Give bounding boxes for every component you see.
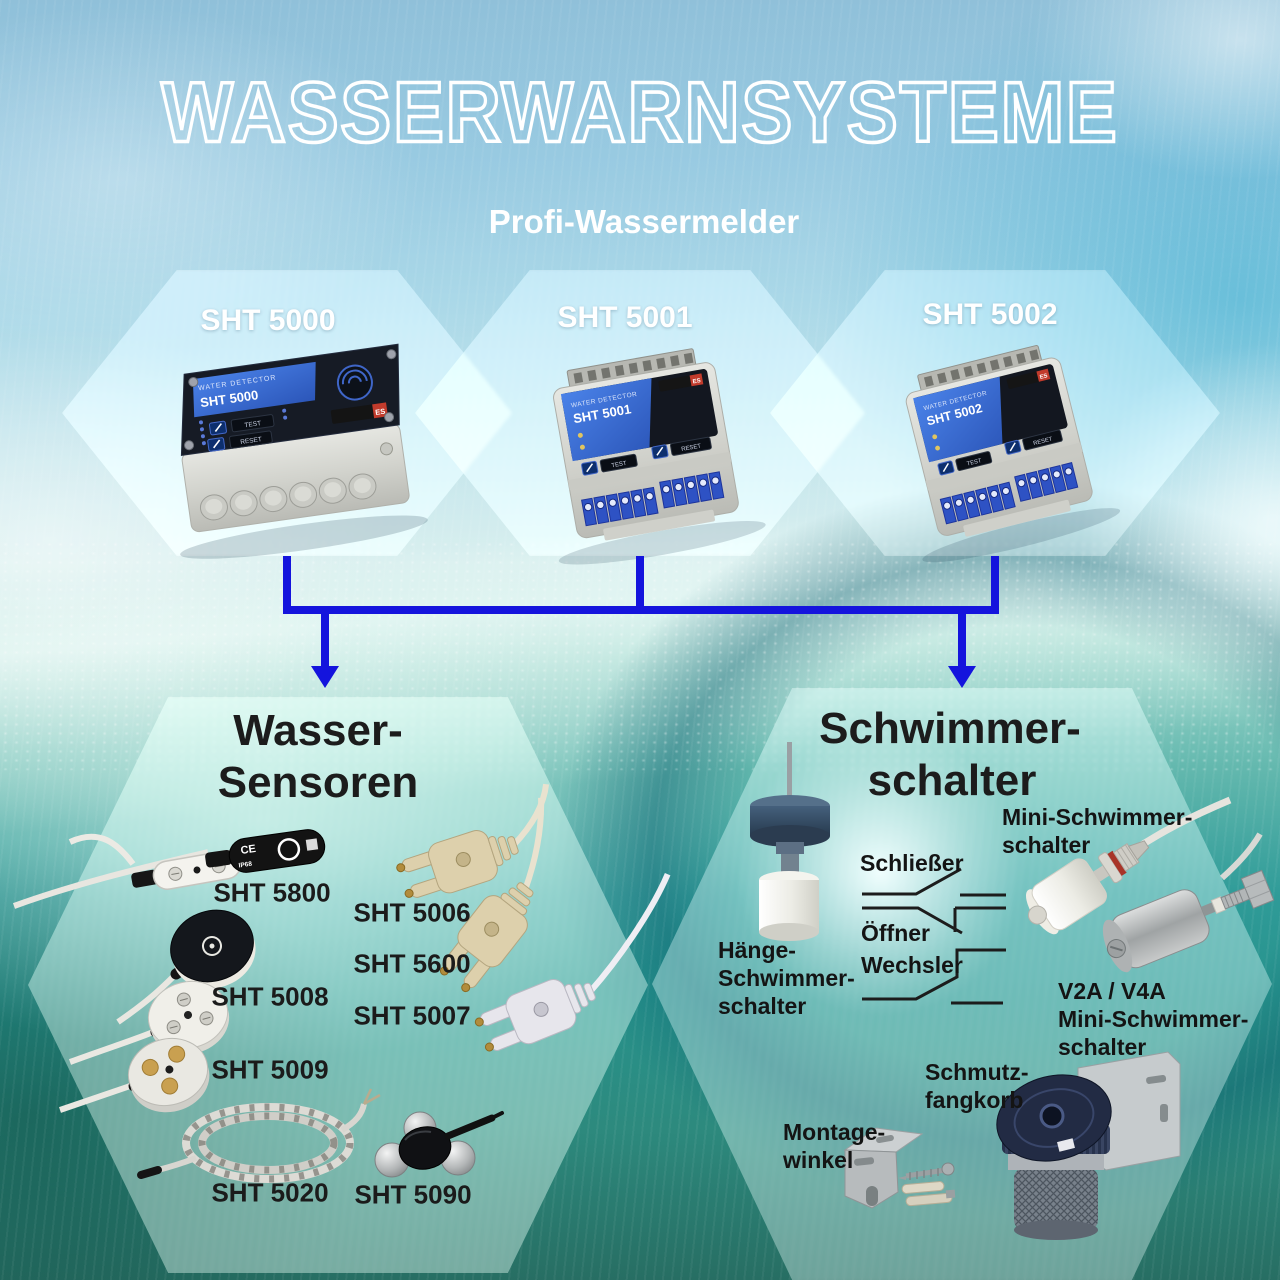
product-label-sht5000: SHT 5000 <box>200 304 336 337</box>
sensor-sht5090-image <box>374 1111 504 1178</box>
arrow-down-left-icon <box>311 666 339 688</box>
terminal-blocks <box>939 462 1079 525</box>
corner-screws <box>184 349 397 451</box>
label-sht5007: SHT 5007 <box>353 1000 471 1031</box>
subtitle: Profi-Wassermelder <box>488 203 800 240</box>
svg-text:ES: ES <box>692 378 701 385</box>
label-montagewinkel: Montage- winkel <box>783 1118 885 1174</box>
switch-heading-line1: Schwimmer- <box>819 704 1081 753</box>
label-line: Mini-Schwimmer- <box>1002 804 1193 830</box>
schliesser-no-symbol <box>862 867 1006 897</box>
cable-glands <box>199 473 377 521</box>
label-sht5008: SHT 5008 <box>211 981 329 1012</box>
label-schliesser: Schließer <box>860 850 964 876</box>
oeffner-nc-symbol <box>862 906 1006 935</box>
sht-5000-device: WATER DETECTOR SHT 5000 TEST R <box>180 343 428 559</box>
label-sht5020: SHT 5020 <box>211 1177 329 1208</box>
test-button: TEST <box>937 451 993 476</box>
product-label-sht5001: SHT 5001 <box>557 301 693 334</box>
label-line: Schmutz- <box>925 1059 1029 1085</box>
label-sht5009: SHT 5009 <box>211 1054 329 1085</box>
label-sht5090: SHT 5090 <box>354 1179 472 1210</box>
svg-text:RESET: RESET <box>681 444 702 453</box>
sensor-sht5020-image <box>137 1088 381 1183</box>
sensors-heading-line1: Wasser- <box>233 706 403 755</box>
label-line: Schwimmer- <box>718 965 855 992</box>
sensor-sht5006-image <box>396 783 550 898</box>
schmutzfangkorb-image <box>996 1051 1181 1240</box>
sensor-sht5800-image: CE IP68 <box>12 829 326 909</box>
label-line: Montage- <box>783 1119 886 1145</box>
brand-logo: ES <box>330 402 388 424</box>
svg-text:IP68: IP68 <box>238 861 253 870</box>
reset-button: RESET <box>1004 429 1063 455</box>
label-line: winkel <box>783 1147 854 1174</box>
wechsler-co-symbol <box>862 948 1006 1005</box>
montagewinkel-image <box>843 1127 956 1209</box>
svg-text:TEST: TEST <box>966 458 982 468</box>
sensor-sht5007-image <box>474 872 671 1052</box>
test-button: TEST <box>581 453 638 476</box>
test-button: TEST <box>208 414 275 436</box>
svg-text:ES: ES <box>1039 373 1048 381</box>
reset-button: RESET <box>207 430 273 452</box>
switch-heading-line2: schalter <box>867 756 1037 805</box>
label-sht5006: SHT 5006 <box>353 897 471 928</box>
led-indicators <box>198 408 288 446</box>
label-schmutzfangkorb: Schmutz- fangkorb <box>925 1058 1029 1114</box>
svg-text:RESET: RESET <box>1033 436 1054 447</box>
label-wechsler: Wechsler <box>861 952 963 978</box>
sensor-three-screw-puck-image <box>68 980 230 1065</box>
label-sht5600: SHT 5600 <box>353 948 471 979</box>
sensor-sht5600-image <box>439 797 545 993</box>
hexagon-schwimmerschalter <box>652 688 1272 1280</box>
brand-logo: ES <box>1006 368 1051 389</box>
label-line: fangkorb <box>925 1087 1024 1114</box>
sht-5001-device: WATER DETECTOR SHT 5001 ES TEST RESET <box>553 348 766 565</box>
label-oeffner: Öffner <box>861 920 930 946</box>
sensors-heading-line2: Sensoren <box>217 758 419 807</box>
page-title: WASSERWARNSYSTEME <box>160 63 1119 162</box>
brand-logo: ES <box>658 373 704 392</box>
label-line: schalter <box>1002 832 1091 859</box>
haenge-schwimmerschalter-image <box>750 742 830 941</box>
product-label-sht5002: SHT 5002 <box>922 298 1058 331</box>
sht-5002-device: WATER DETECTOR SHT 5002 ES TEST RESET <box>905 345 1121 563</box>
label-haenge-schwimmerschalter: Hänge- Schwimmer- schalter <box>718 936 855 1020</box>
svg-text:CE: CE <box>240 843 257 857</box>
svg-text:TEST: TEST <box>611 461 627 470</box>
connector-lines <box>283 556 999 688</box>
sensor-sht5008-image <box>116 909 256 1025</box>
label-line: schalter <box>718 993 807 1020</box>
v2a-v4a-schwimmerschalter-image <box>1102 832 1275 973</box>
svg-text:RESET: RESET <box>240 436 262 446</box>
label-v2a-v4a: V2A / V4A Mini-Schwimmer- schalter <box>1058 977 1248 1061</box>
label-line: schalter <box>1058 1034 1147 1061</box>
arrow-down-right-icon <box>948 666 976 688</box>
label-line: Mini-Schwimmer- <box>1058 1006 1249 1033</box>
sensor-sht5009-image <box>59 1037 210 1113</box>
contact-symbols <box>862 867 1006 1005</box>
speaker-icon <box>336 364 373 401</box>
label-line: V2A / V4A <box>1058 978 1166 1004</box>
mini-schwimmerschalter-image <box>1025 796 1232 935</box>
svg-text:ES: ES <box>375 407 386 417</box>
label-sht5800: SHT 5800 <box>213 877 331 908</box>
terminal-blocks <box>581 471 725 527</box>
label-line: Hänge- <box>718 937 796 963</box>
reset-button: RESET <box>651 436 712 460</box>
svg-text:TEST: TEST <box>244 420 261 429</box>
label-mini-schwimmerschalter: Mini-Schwimmer- schalter <box>1002 803 1192 859</box>
